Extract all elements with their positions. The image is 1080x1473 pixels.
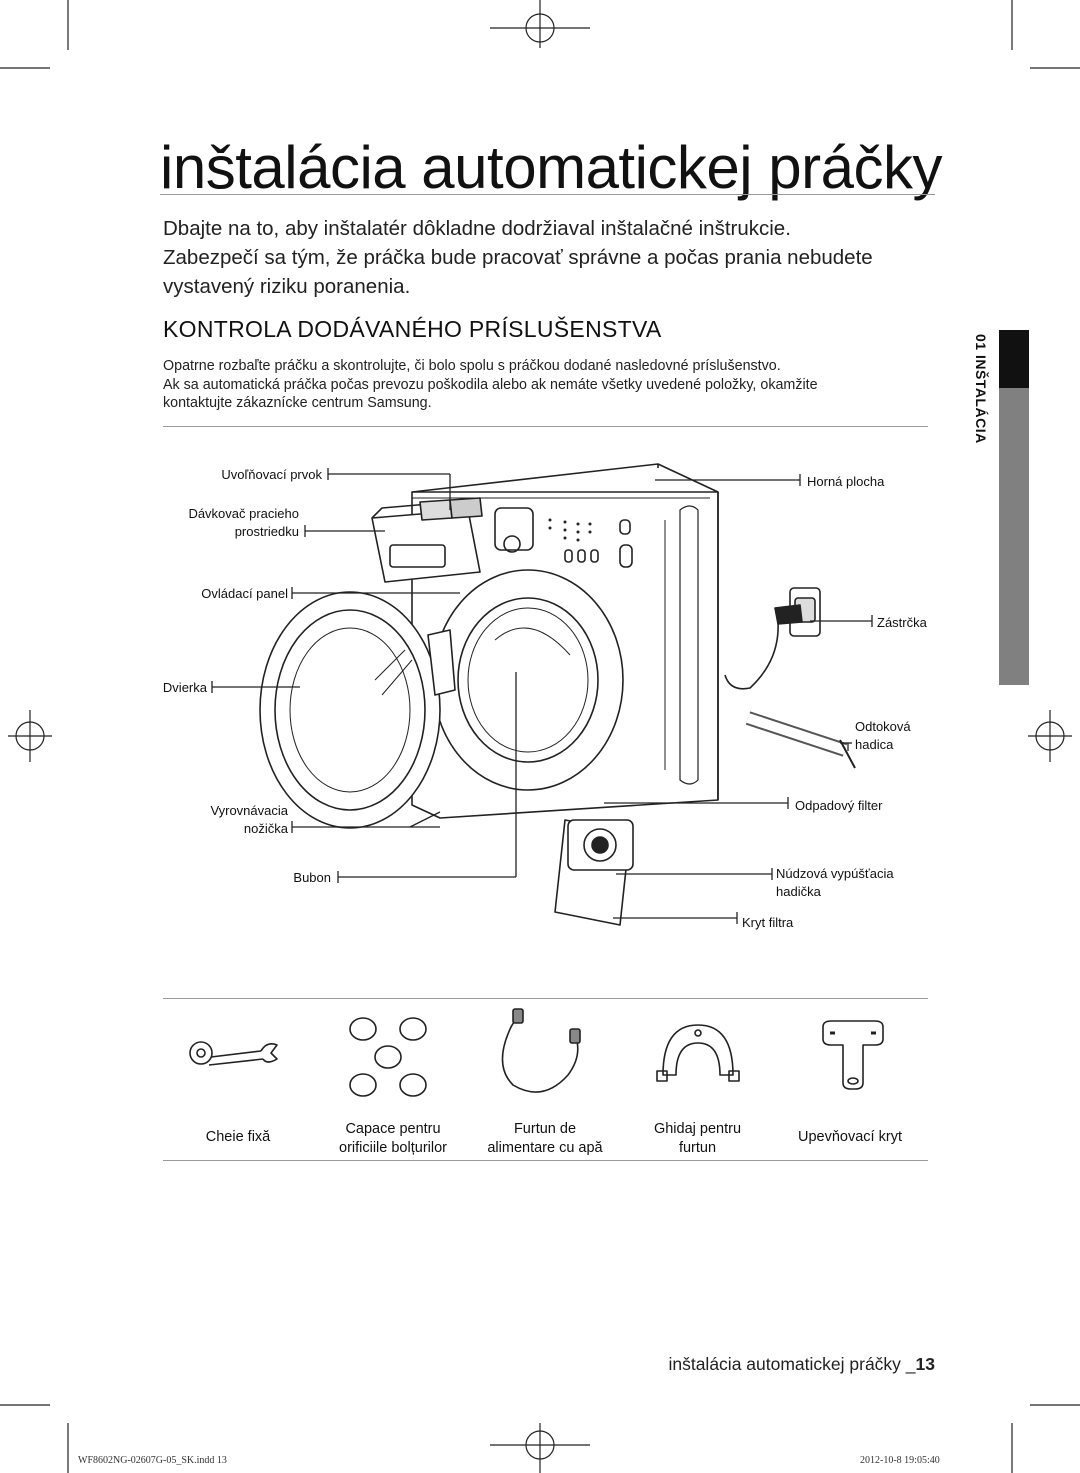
callout-drain-hose: Odtoková xyxy=(855,719,911,734)
callout-release-part: Uvoľňovací prvok xyxy=(221,467,322,482)
chapter-tab: 01 INŠTALÁCIA xyxy=(967,330,1029,685)
body-line: kontaktujte zákaznícke centrum Samsung. xyxy=(163,395,432,411)
callout-door: Dvierka xyxy=(162,680,207,695)
title-rule xyxy=(160,194,935,195)
intro-line: vystavený riziku poranenia. xyxy=(163,275,411,298)
divider xyxy=(163,998,928,999)
footer-text: inštalácia automatickej práčky _ xyxy=(668,1354,916,1374)
chapter-tab-marker xyxy=(999,330,1029,388)
divider xyxy=(163,1160,928,1161)
callout-filter-cover: Kryt filtra xyxy=(742,915,794,930)
washing-machine-illustration xyxy=(259,463,856,926)
intro-line: Dbajte na to, aby inštalatér dôkladne do… xyxy=(163,217,791,240)
water-hose-icon xyxy=(501,1008,581,1093)
bolt-caps-icon xyxy=(349,1017,427,1097)
section-heading: KONTROLA DODÁVANÉHO PRÍSLUŠENSTVA xyxy=(163,316,662,342)
chapter-tab-bar xyxy=(999,388,1029,685)
callout-top-cover: Horná plocha xyxy=(807,474,885,489)
callout-detergent-drawer-2: prostriedku xyxy=(234,524,299,539)
intro-paragraph: Dbajte na to, aby inštalatér dôkladne do… xyxy=(163,214,943,301)
hose-guide-icon xyxy=(656,1024,740,1082)
print-file-info: WF8602NG-02607G-05_SK.indd 13 xyxy=(78,1455,227,1466)
page-number: 13 xyxy=(915,1354,935,1374)
page-footer: inštalácia automatickej práčky _13 xyxy=(668,1354,935,1375)
callout-debris-filter: Odpadový filter xyxy=(795,798,883,813)
spanner-icon xyxy=(189,1041,278,1066)
callout-plug: Zástrčka xyxy=(877,615,927,630)
callout-lines xyxy=(211,468,873,924)
chapter-tab-label: 01 INŠTALÁCIA xyxy=(973,334,989,444)
print-timestamp: 2012-10-8 19:05:40 xyxy=(860,1455,940,1466)
callout-detergent-drawer: Dávkovač pracieho xyxy=(188,506,299,521)
callout-emergency-drain-2: hadička xyxy=(776,884,821,899)
callout-drain-hose-2: hadica xyxy=(855,737,894,752)
body-line: Opatrne rozbaľte práčku a skontrolujte, … xyxy=(163,358,781,374)
page-title: inštalácia automatickej práčky xyxy=(160,134,943,201)
divider xyxy=(163,426,928,427)
accessory-label-fixing-cover: Upevňovací kryt xyxy=(798,1129,902,1145)
callout-leveling-feet-2: nožička xyxy=(243,821,288,836)
section-body: Opatrne rozbaľte práčku a skontrolujte, … xyxy=(163,357,943,413)
fixing-cover-icon xyxy=(822,1020,884,1090)
callout-drum: Bubon xyxy=(293,870,331,885)
callout-leveling-feet: Vyrovnávacia xyxy=(210,803,288,818)
accessory-label-spanner: Cheie fixă xyxy=(205,1129,271,1145)
accessory-icons xyxy=(189,1008,884,1097)
intro-line: Zabezpečí sa tým, že práčka bude pracova… xyxy=(163,246,873,269)
callout-emergency-drain: Núdzová vypúšťacia xyxy=(776,866,894,881)
body-line: Ak sa automatická práčka počas prevozu p… xyxy=(163,376,818,393)
callout-control-panel: Ovládací panel xyxy=(201,586,288,601)
